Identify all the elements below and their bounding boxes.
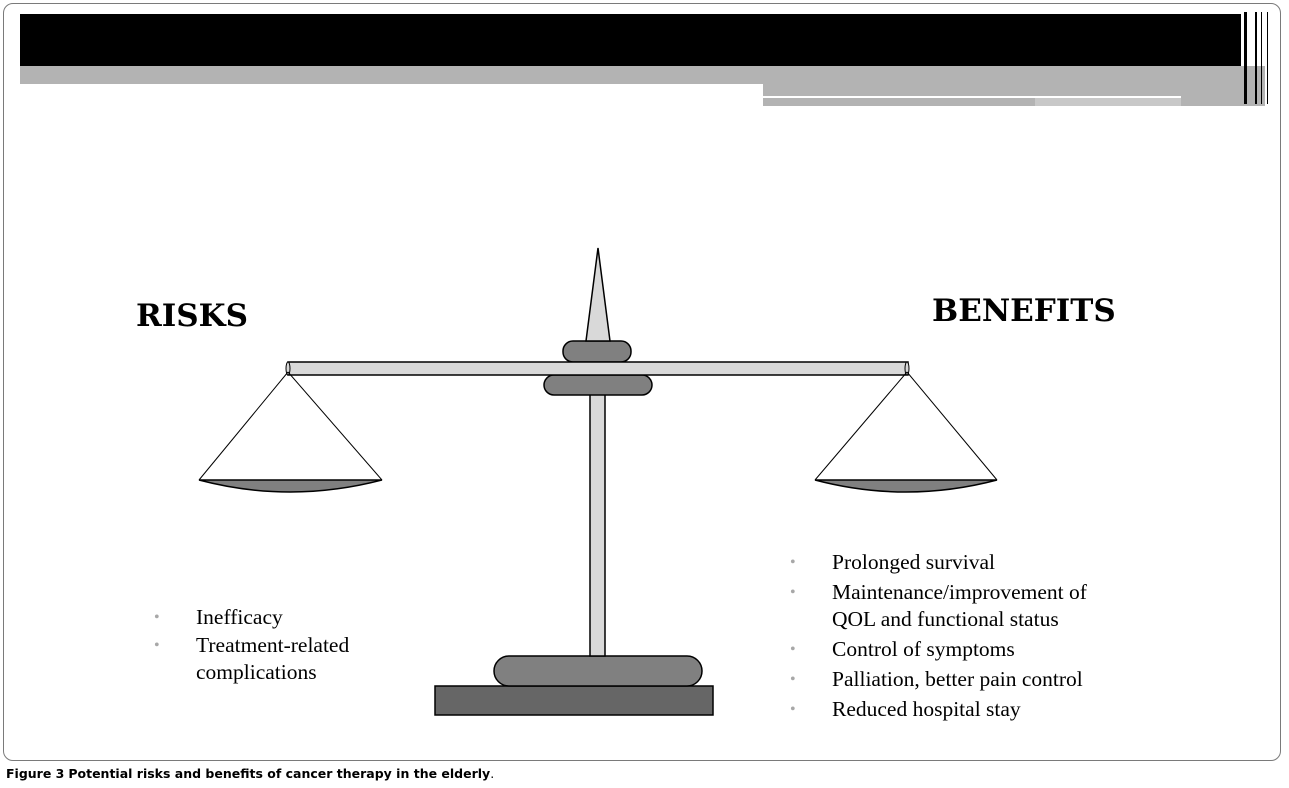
- bullet-icon: •: [154, 637, 160, 654]
- right-pan-string: [906, 371, 998, 481]
- list-item: • Inefficacy: [154, 604, 454, 631]
- bullet-icon: •: [790, 701, 796, 718]
- list-item-text: Inefficacy: [196, 605, 283, 629]
- header-gray-bar: [20, 66, 1265, 84]
- scale-base: [434, 685, 714, 716]
- bullet-icon: •: [790, 554, 796, 571]
- risks-heading: RISKS: [136, 298, 248, 334]
- beam-end-left: [285, 361, 291, 376]
- header-gray-strip: [763, 84, 1181, 96]
- list-item: • Reduced hospital stay: [790, 696, 1120, 723]
- list-item: • Control of symptoms: [790, 636, 1120, 663]
- bullet-icon: •: [790, 584, 796, 601]
- left-pan-string: [287, 371, 383, 481]
- scale-pole: [589, 391, 606, 657]
- caption-text: Potential risks and benefits of cancer t…: [68, 766, 491, 781]
- list-item: • Palliation, better pain control: [790, 666, 1120, 693]
- right-pan-string: [814, 371, 908, 481]
- header-vertical-line: [1267, 12, 1268, 104]
- list-item-text: Control of symptoms: [832, 637, 1015, 661]
- bullet-icon: •: [154, 609, 160, 626]
- scale-beam: [287, 361, 909, 376]
- list-item-text: Reduced hospital stay: [832, 697, 1021, 721]
- left-pan-string: [198, 371, 289, 481]
- risks-list: • Inefficacy • Treatment-related complicat…: [154, 604, 454, 687]
- bullet-icon: •: [790, 641, 796, 658]
- caption-label: Figure 3: [6, 766, 65, 781]
- scale-upper-collar: [562, 340, 632, 363]
- figure-caption: Figure 3 Potential risks and benefits of…: [6, 766, 494, 781]
- list-item-text: Prolonged survival: [832, 550, 996, 574]
- list-item: • Treatment-related complications: [154, 632, 454, 686]
- left-pan: [198, 479, 383, 493]
- header-vertical-line: [1261, 12, 1262, 104]
- list-item: • Prolonged survival: [790, 549, 1120, 576]
- scale-needle: [585, 247, 611, 342]
- right-pan: [814, 479, 998, 493]
- scale-lower-collar: [543, 374, 653, 396]
- list-item: • Maintenance/improvement of QOL and func…: [790, 579, 1120, 633]
- header-lower-strip: [763, 98, 1035, 106]
- bullet-icon: •: [790, 671, 796, 688]
- header-lower-strip-light: [1035, 98, 1181, 106]
- header-vertical-line: [1255, 12, 1257, 104]
- list-item-text: Treatment-related complications: [196, 633, 350, 684]
- list-item-text: Maintenance/improvement of QOL and funct…: [832, 580, 1087, 631]
- beam-end-right: [904, 361, 910, 376]
- header-divider-line: [763, 96, 1181, 98]
- benefits-heading: BENEFITS: [932, 293, 1116, 329]
- header-vertical-line: [1244, 12, 1247, 104]
- header-gray-block: [1181, 66, 1265, 106]
- scale-foot: [493, 655, 703, 687]
- benefits-list: • Prolonged survival • Maintenance/improve…: [790, 549, 1120, 726]
- list-item-text: Palliation, better pain control: [832, 667, 1083, 691]
- slide-border: [3, 3, 1281, 761]
- header-black-bar: [20, 14, 1241, 66]
- caption-end: .: [490, 766, 495, 781]
